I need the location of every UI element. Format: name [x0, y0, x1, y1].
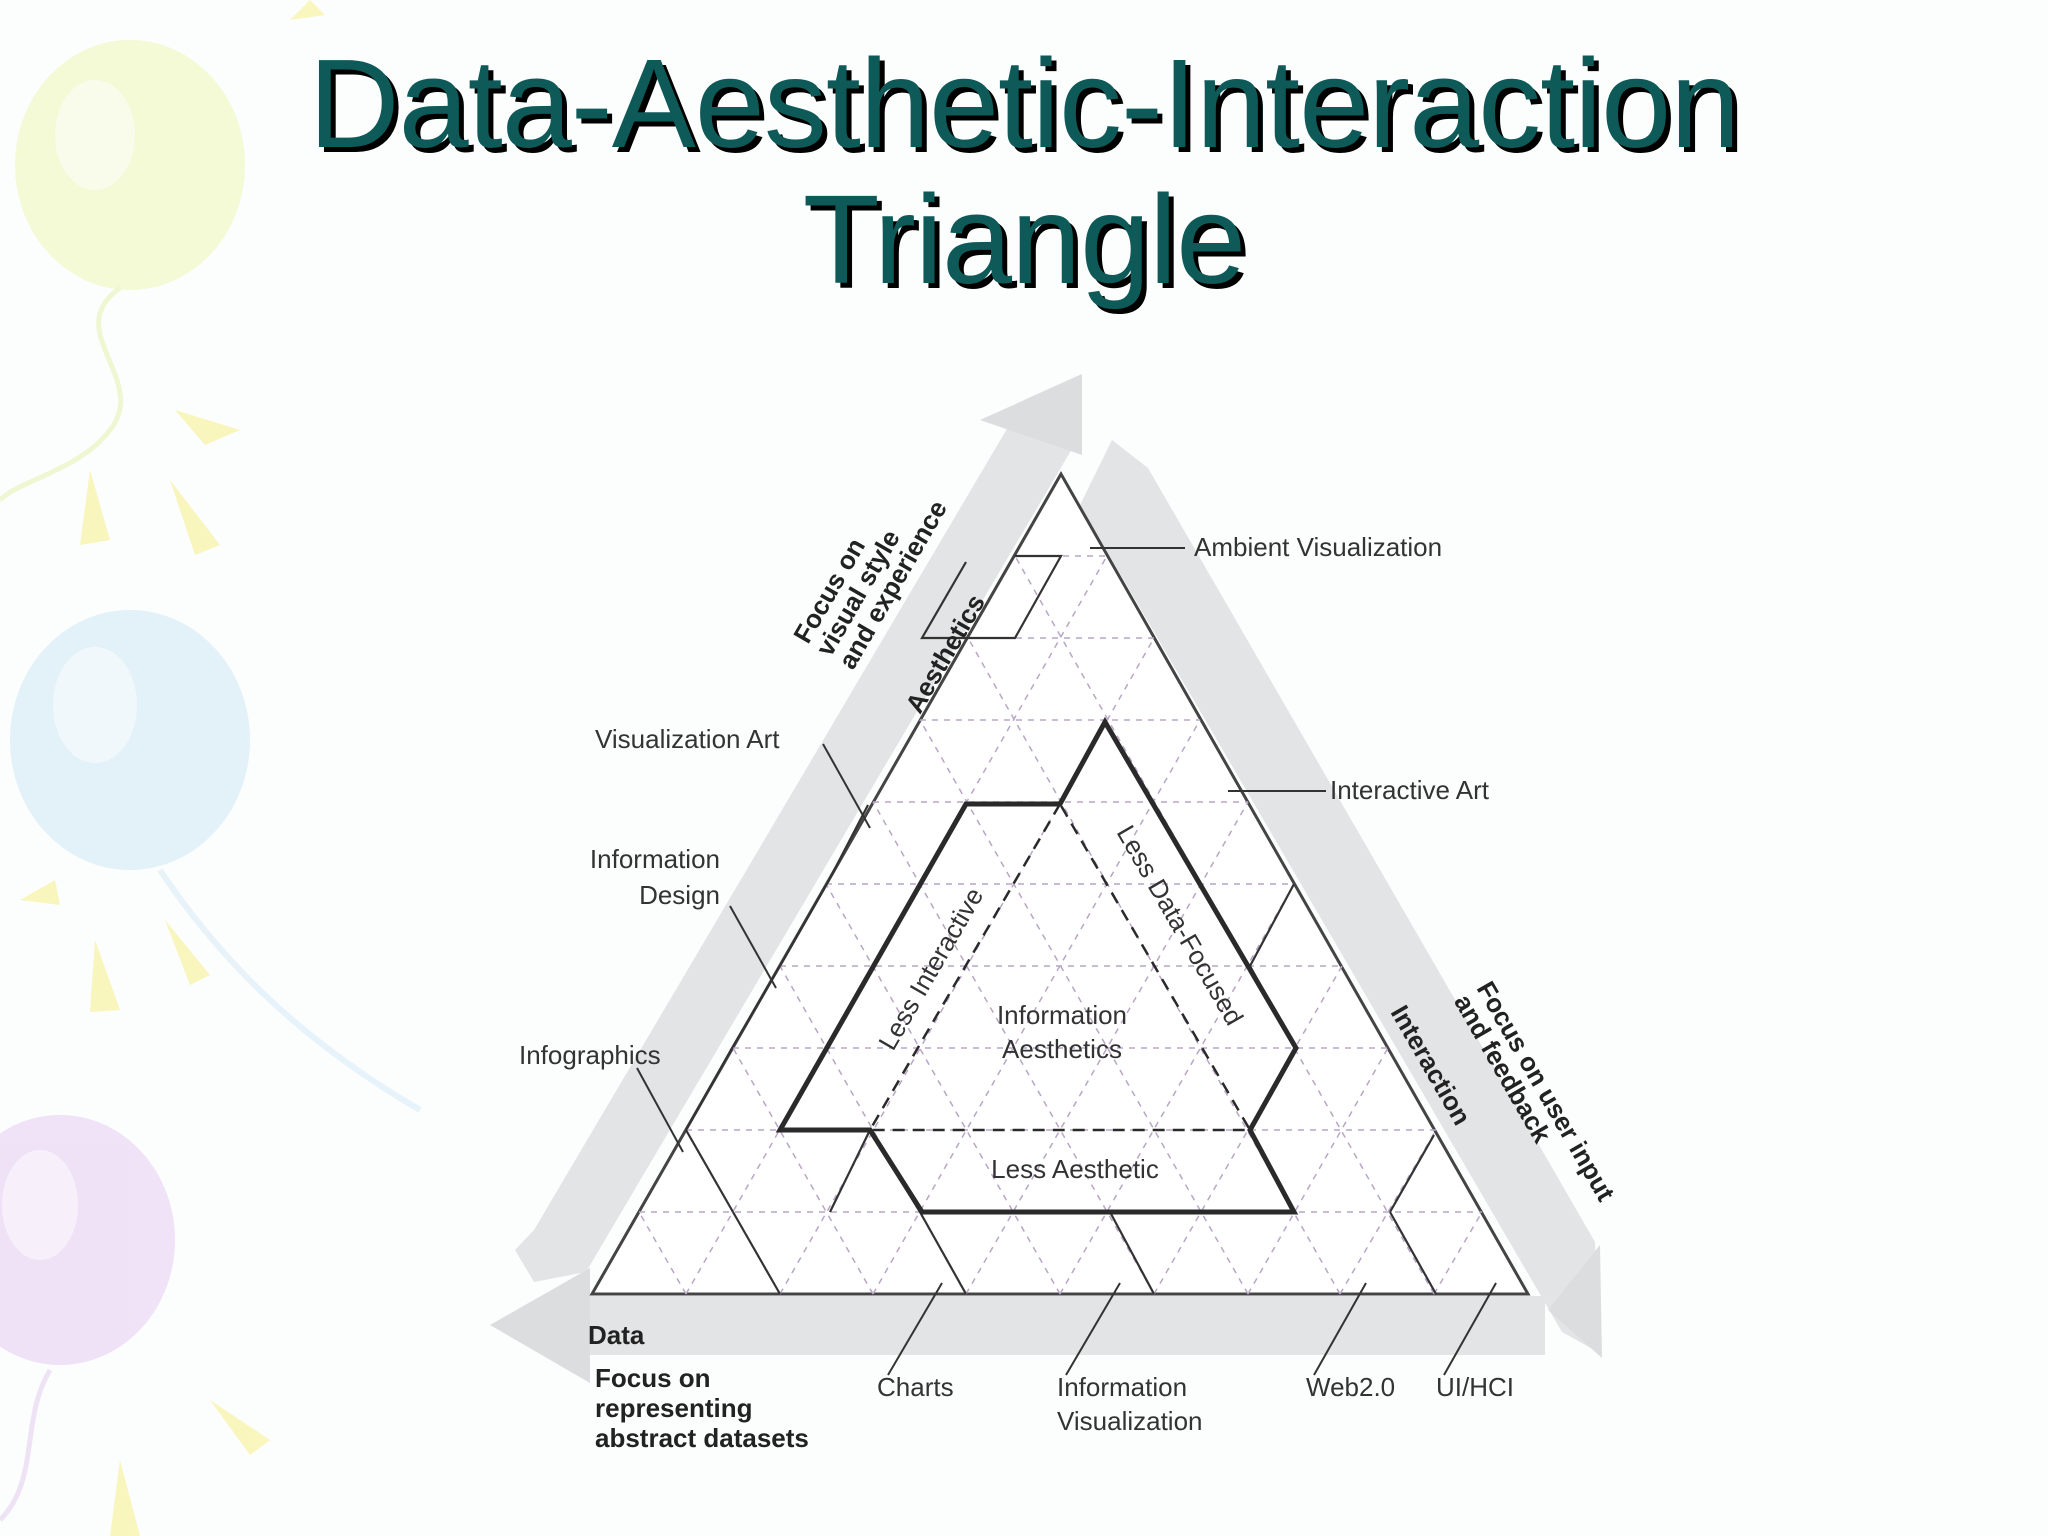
information-aesthetics-title-line-2: Aesthetics	[1002, 1034, 1122, 1064]
aesthetics-arrow-head	[980, 374, 1082, 455]
ui-hci-label: UI/HCI	[1436, 1372, 1514, 1402]
data-focus-line-3: abstract datasets	[595, 1423, 809, 1453]
data-arrow-band	[590, 1296, 1545, 1355]
title-line-2: Triangle	[802, 169, 1247, 310]
interaction-arrow-head	[1548, 1245, 1602, 1358]
interaction-arrow-band	[1080, 440, 1598, 1352]
charts-label: Charts	[877, 1372, 954, 1402]
aesthetics-arrow-band	[515, 374, 1082, 1282]
information-visualization-label-line-1: Information	[1057, 1372, 1187, 1402]
interactive-art-label: Interactive Art	[1330, 775, 1490, 805]
inner-dashed-triangle	[867, 801, 1253, 1132]
title-line-1: Data-Aesthetic-Interaction	[308, 33, 1741, 174]
slide-title: Data-Aesthetic-Interaction Triangle	[0, 36, 2048, 308]
data-arrow-head	[490, 1268, 590, 1383]
information-aesthetics-region	[775, 716, 1299, 1215]
web20-label: Web2.0	[1306, 1372, 1395, 1402]
data-focus-line-1: Focus on	[595, 1363, 711, 1393]
data-focus-line-2: representing	[595, 1393, 753, 1423]
infographics-label: Infographics	[519, 1040, 661, 1070]
information-visualization-label-line-2: Visualization	[1057, 1406, 1203, 1436]
data-axis-label: Data	[588, 1320, 645, 1350]
less-aesthetic-label: Less Aesthetic	[991, 1154, 1159, 1184]
information-aesthetics-title-line-1: Information	[997, 1000, 1127, 1030]
ambient-visualization-label: Ambient Visualization	[1194, 532, 1442, 562]
visualization-art-label: Visualization Art	[595, 724, 780, 754]
information-design-label-line-2: Design	[639, 880, 720, 910]
callout-lines	[636, 547, 1497, 1376]
information-design-label-line-1: Information	[590, 844, 720, 874]
data-focus: Focus on representing abstract datasets	[595, 1363, 809, 1453]
